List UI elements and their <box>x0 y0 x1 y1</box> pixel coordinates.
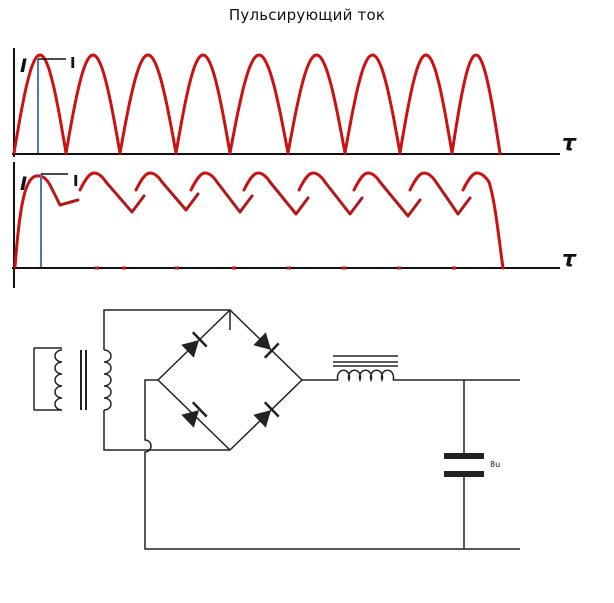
rectifier-circuit <box>33 309 520 550</box>
capacitor-plate-bottom <box>444 471 484 477</box>
graph-bottom-rising-edge <box>13 174 52 269</box>
graph-bottom-marker-label: I <box>73 172 79 190</box>
graph-bottom-discharge-ripple <box>48 180 472 218</box>
capacitor-label: 8u <box>490 460 500 469</box>
graph-top-marker-label: I <box>70 54 76 72</box>
graph-top-y-label: I <box>20 55 27 77</box>
graph-bottom-x-label: τ <box>562 247 577 272</box>
transformer-primary-coil <box>33 347 63 411</box>
graph-top: I I τ <box>12 48 577 157</box>
graph-top-x-label: τ <box>562 131 577 156</box>
graph-bottom-falling-edge <box>487 180 505 270</box>
transformer-secondary-coil <box>103 349 112 411</box>
diode-top-right <box>253 332 280 359</box>
diode-bridge <box>157 309 303 451</box>
graph-bottom-y-label: I <box>20 173 27 195</box>
graph-bottom-charge-humps <box>78 171 491 192</box>
choke-coil <box>336 369 395 383</box>
wire-secondary-top <box>103 309 231 350</box>
wire-secondary-bottom <box>103 410 230 451</box>
wire-negative-return <box>144 379 520 550</box>
graph-top-pulsating-waveform <box>12 53 502 155</box>
page-title: Пульсирующий ток <box>228 6 386 24</box>
graph-bottom: I I τ <box>12 162 577 288</box>
diode-bottom-left <box>181 401 208 428</box>
transformer <box>33 347 112 411</box>
diode-top-left <box>181 331 208 358</box>
capacitor-plate-top <box>444 453 484 459</box>
diode-bottom-right <box>253 401 280 428</box>
